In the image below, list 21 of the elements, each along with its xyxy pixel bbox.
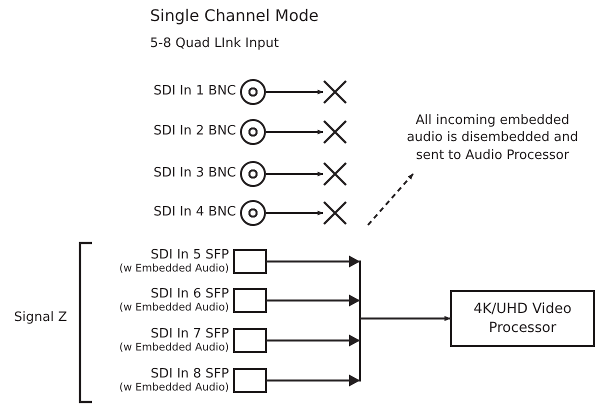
diagram-title: Single Channel Mode	[150, 6, 319, 25]
subtitle: 5-8 Quad LInk Input	[150, 36, 279, 51]
group-label: Signal Z	[14, 310, 67, 325]
port-label: SDI In 6 SFP	[150, 287, 229, 302]
port-note: (w Embedded Audio)	[119, 302, 229, 314]
cross-mark	[323, 201, 347, 225]
port-note: (w Embedded Audio)	[119, 262, 229, 275]
port-label: SDI In 4 BNC	[153, 206, 236, 220]
port-label: SDI In 5 SFP	[150, 248, 229, 263]
note-text: All incoming embedded audio is disembedded and sent to Audio Processor	[406, 112, 580, 164]
port-label: SDI In 2 BNC	[153, 124, 236, 140]
port-label: SDI In 7 SFP	[150, 327, 229, 342]
box-label: 4K/UHD Video Processor	[472, 300, 573, 338]
cross-mark	[323, 80, 347, 104]
port-label: SDI In 3 BNC	[153, 166, 236, 182]
cross-mark	[323, 162, 347, 186]
port-label: SDI In 1 BNC	[153, 84, 236, 100]
cross-mark	[323, 120, 347, 144]
port-note: (w Embedded Audio)	[119, 382, 229, 394]
port-note: (w Embedded Audio)	[119, 342, 229, 354]
port-label: SDI In 8 SFP	[150, 367, 229, 382]
